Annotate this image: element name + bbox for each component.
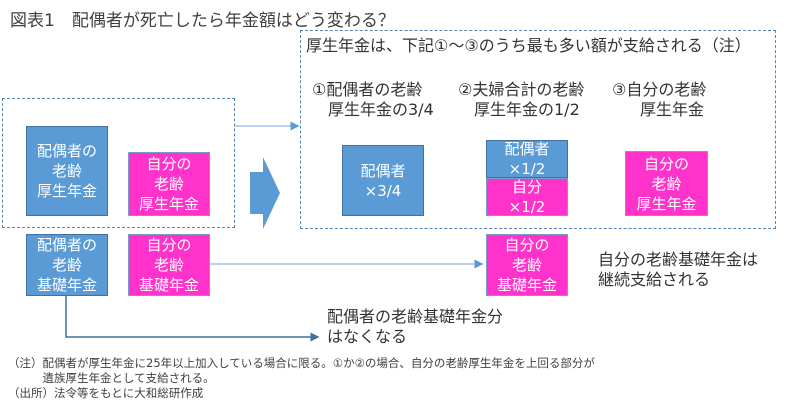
option-1-box: 配偶者 ×3/4 xyxy=(342,145,424,216)
result-self-basic-pension-box: 自分の 老齢 基礎年金 xyxy=(486,234,568,296)
figure-title: 図表1 配偶者が死亡したら年金額はどう変わる？ xyxy=(10,11,395,31)
option-1-label: ①配偶者の老齢 厚生年金の3/4 xyxy=(312,80,434,119)
footnotes: （注）配偶者が厚生年金に25年以上加入している場合に限る。①か②の場合、自分の老… xyxy=(8,356,595,401)
self-basic-pension-box: 自分の 老齢 基礎年金 xyxy=(128,234,210,296)
option-2-self-half-box: 自分 ×1/2 xyxy=(486,178,568,216)
left-group-frame xyxy=(2,98,235,228)
lost-basic-caption: 配偶者の老齢基礎年金分 はなくなる xyxy=(327,307,504,346)
right-group-frame xyxy=(300,30,776,229)
self-employee-pension-box: 自分の 老齢 厚生年金 xyxy=(128,152,210,216)
spouse-employee-pension-box: 配偶者の 老齢 厚生年金 xyxy=(26,126,108,216)
big-right-arrow xyxy=(250,157,280,229)
right-group-heading: 厚生年金は、下記①～③のうち最も多い額が支給される（注） xyxy=(306,36,751,55)
option-3-box: 自分の 老齢 厚生年金 xyxy=(625,151,708,216)
arrow-spouse-basic-lost xyxy=(65,296,320,342)
note-line: 遺族厚生年金として支給される。 xyxy=(8,371,215,385)
result-basic-caption: 自分の老齢基礎年金は 継続支給される xyxy=(598,250,759,289)
spouse-basic-pension-box: 配偶者の 老齢 基礎年金 xyxy=(26,234,108,296)
option-2-label: ②夫婦合計の老齢 厚生年金の1/2 xyxy=(458,80,585,119)
option-3-label: ③自分の老齢 厚生年金 xyxy=(612,80,707,119)
option-2-spouse-half-box: 配偶者 ×1/2 xyxy=(486,140,568,178)
source-line: （出所）法令等をもとに大和総研作成 xyxy=(8,386,204,400)
note-line: （注）配偶者が厚生年金に25年以上加入している場合に限る。①か②の場合、自分の老… xyxy=(8,356,595,370)
